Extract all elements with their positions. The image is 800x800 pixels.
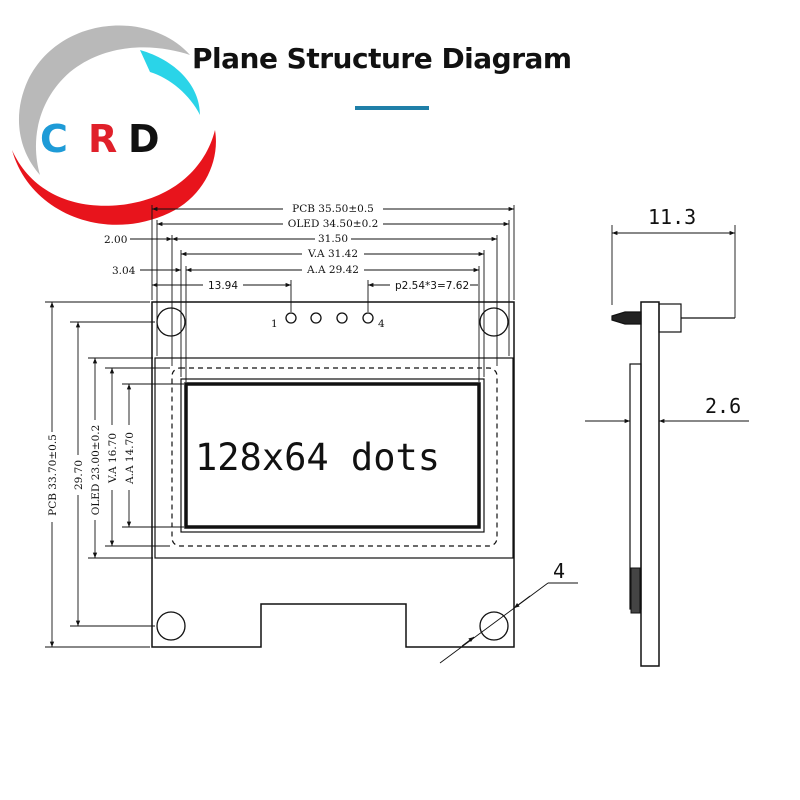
side-pin-header-body <box>658 303 682 333</box>
logo-red-swoosh <box>12 130 216 225</box>
label-va-height: V.A 16.70 <box>107 433 119 484</box>
active-area-outer <box>180 378 485 533</box>
oled-glass-outline <box>154 357 514 559</box>
mounting-hole-bottom-left <box>156 611 186 641</box>
side-flex-cable <box>630 567 641 614</box>
crd-logo: C R D <box>12 25 216 225</box>
pin-1 <box>285 312 297 324</box>
logo-letter-r: R <box>88 117 117 161</box>
label-side-depth: 11.3 <box>648 205 696 229</box>
label-va-width: V.A 31.42 <box>307 248 358 260</box>
hole-diameter-callout <box>439 582 578 664</box>
side-pcb <box>640 301 660 667</box>
pin-4 <box>362 312 374 324</box>
page-title: Plane Structure Diagram <box>192 42 572 75</box>
label-pcb-width: PCB 35.50±0.5 <box>292 203 374 215</box>
pin-label-last: 4 <box>378 318 385 330</box>
pin-3 <box>336 312 348 324</box>
side-view <box>585 225 749 667</box>
label-aa-height: A.A 14.70 <box>124 432 136 485</box>
label-oled-width: OLED 34.50±0.2 <box>288 218 379 230</box>
label-pin-pitch: p2.54*3=7.62 <box>395 280 469 292</box>
logo-cyan-swoosh <box>140 50 200 115</box>
mounting-hole-bottom-right <box>479 611 509 641</box>
label-hole-diameter: 4 <box>553 559 565 583</box>
logo-letter-c: C <box>40 117 68 161</box>
front-view <box>151 301 515 648</box>
mounting-hole-top-right <box>479 307 509 337</box>
label-29-70: 29.70 <box>73 460 85 490</box>
label-3-04: 3.04 <box>112 265 136 277</box>
label-2-00: 2.00 <box>104 234 127 246</box>
title-underline <box>355 106 429 110</box>
logo-grey-swoosh <box>18 25 190 176</box>
pin-label-first: 1 <box>271 318 278 330</box>
side-pin-left <box>611 311 642 325</box>
horizontal-dimensions <box>130 205 515 382</box>
pcb-outline <box>151 301 515 648</box>
label-aa-width: A.A 29.42 <box>306 264 359 276</box>
label-side-thickness: 2.6 <box>705 394 741 418</box>
visible-area-outline <box>171 367 498 547</box>
pin-2 <box>310 312 322 324</box>
active-area-inner <box>184 382 481 529</box>
display-resolution-label: 128x64 dots <box>195 436 440 479</box>
label-pin-offset: 13.94 <box>208 280 238 292</box>
label-pcb-height: PCB 33.70±0.5 <box>47 434 59 516</box>
label-oled-height: OLED 23.00±0.2 <box>90 425 102 516</box>
logo-letter-d: D <box>128 117 160 161</box>
label-31-50: 31.50 <box>318 233 348 245</box>
